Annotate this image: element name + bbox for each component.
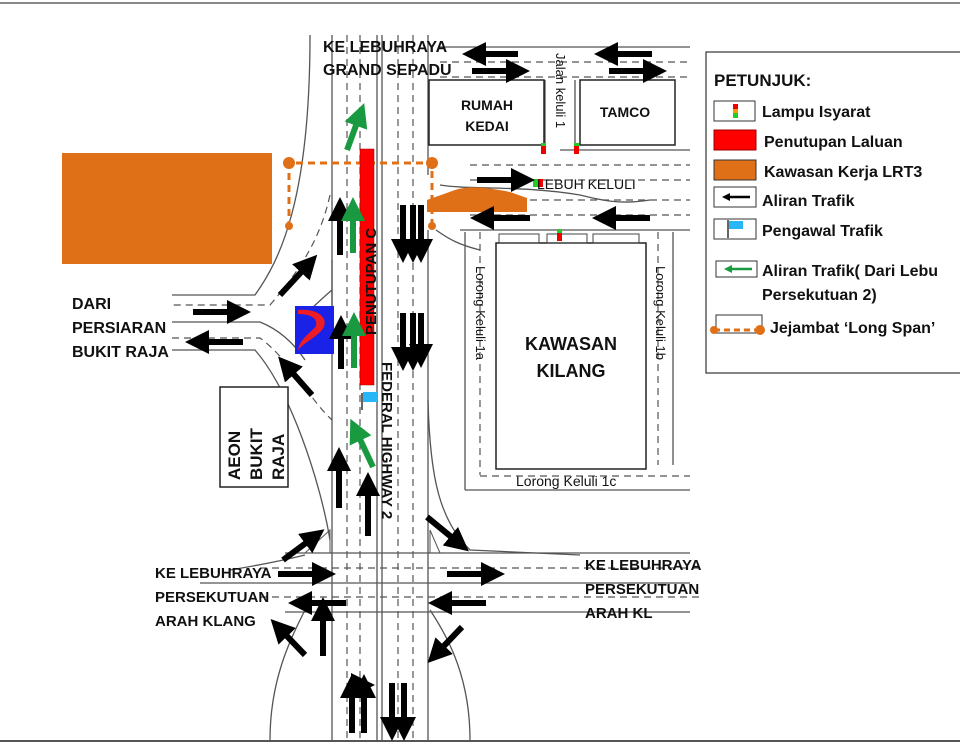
label-west-line2: PERSIARAN xyxy=(72,320,166,337)
label-lebuh-keluli: LEBUH KELULI xyxy=(537,176,636,192)
label-rumah-kedai-2: KEDAI xyxy=(465,118,509,134)
legend-label: Aliran Trafik( Dari Lebu xyxy=(762,263,938,280)
label-southwest-line2: PERSEKUTUAN xyxy=(155,589,269,606)
traffic-lights xyxy=(533,143,579,241)
label-north-line2: GRAND SEPADU xyxy=(323,62,452,79)
label-federal-highway: FEDERAL HIGHWAY 2 xyxy=(378,362,395,519)
label-southwest-line1: KE LEBUHRAYA xyxy=(155,565,272,582)
legend-title: PETUNJUK: xyxy=(714,71,811,90)
legend-label: Kawasan Kerja LRT3 xyxy=(764,164,922,181)
legend-label: Pengawal Trafik xyxy=(762,223,883,240)
label-west-line3: BUKIT RAJA xyxy=(72,344,169,361)
label-rumah-kedai-1: RUMAH xyxy=(461,97,513,113)
label-jalan-keluli: Jalan keluli 1 xyxy=(553,53,568,128)
federal-highway-lanes xyxy=(331,35,429,740)
lrt3-work-zone xyxy=(62,153,272,264)
label-southeast-line1: KE LEBUHRAYA xyxy=(585,557,702,574)
arrow-northwest xyxy=(278,356,315,397)
building-aeon-bukit-raja xyxy=(219,386,289,488)
road-closure-icon xyxy=(713,129,757,151)
label-aeon-3: RAJA xyxy=(269,434,288,480)
arrow-southeast xyxy=(425,514,469,552)
arrow-northeast xyxy=(281,529,325,563)
traffic-controller-flag xyxy=(361,392,377,410)
label-southeast-line3: ARAH KL xyxy=(585,605,653,622)
label-aeon-1: AEON xyxy=(225,431,244,480)
label-kawasan: KAWASAN xyxy=(525,334,617,354)
building-tamco xyxy=(579,79,676,146)
legend-label: Penutupan Laluan xyxy=(764,134,903,151)
green-arrow xyxy=(349,418,376,469)
building-rumah-kedai xyxy=(428,79,545,146)
arrow-northeast xyxy=(277,254,318,298)
legend-label: Aliran Trafik xyxy=(762,193,855,210)
label-kilang: KILANG xyxy=(537,361,606,381)
legend-label: Persekutuan 2) xyxy=(762,287,877,304)
legend-label: Jejambat ‘Long Span’ xyxy=(770,320,935,337)
petronas-station-logo xyxy=(295,306,334,354)
label-aeon-2: BUKIT xyxy=(247,427,266,480)
label-north-line1: KE LEBUHRAYA xyxy=(323,39,448,56)
arrow-southwest xyxy=(427,624,465,664)
label-southeast-line2: PERSEKUTUAN xyxy=(585,581,699,598)
label-penutupan-c: PENUTUPAN C xyxy=(363,228,380,335)
label-southwest-line3: ARAH KLANG xyxy=(155,613,256,630)
label-tamco: TAMCO xyxy=(600,104,650,120)
traffic-flow-arrows xyxy=(185,42,667,741)
label-west-line1: DARI xyxy=(72,296,111,313)
arrow-northwest xyxy=(270,618,308,658)
legend: PETUNJUK: Lampu Isyarat Penutupan Laluan… xyxy=(705,51,960,374)
label-lorong-1c: Lorong Keluli 1c xyxy=(516,473,616,489)
alt-traffic-flow-arrows xyxy=(341,103,376,469)
legend-label: Lampu Isyarat xyxy=(762,104,871,121)
label-lorong-1b: Lorong Keluli 1b xyxy=(653,266,668,360)
green-arrow xyxy=(344,103,368,152)
label-lorong-1a: Lorong Keluli 1a xyxy=(473,266,488,361)
lrt-work-zone-icon xyxy=(713,159,757,181)
building-kawasan-kilang xyxy=(495,242,647,470)
